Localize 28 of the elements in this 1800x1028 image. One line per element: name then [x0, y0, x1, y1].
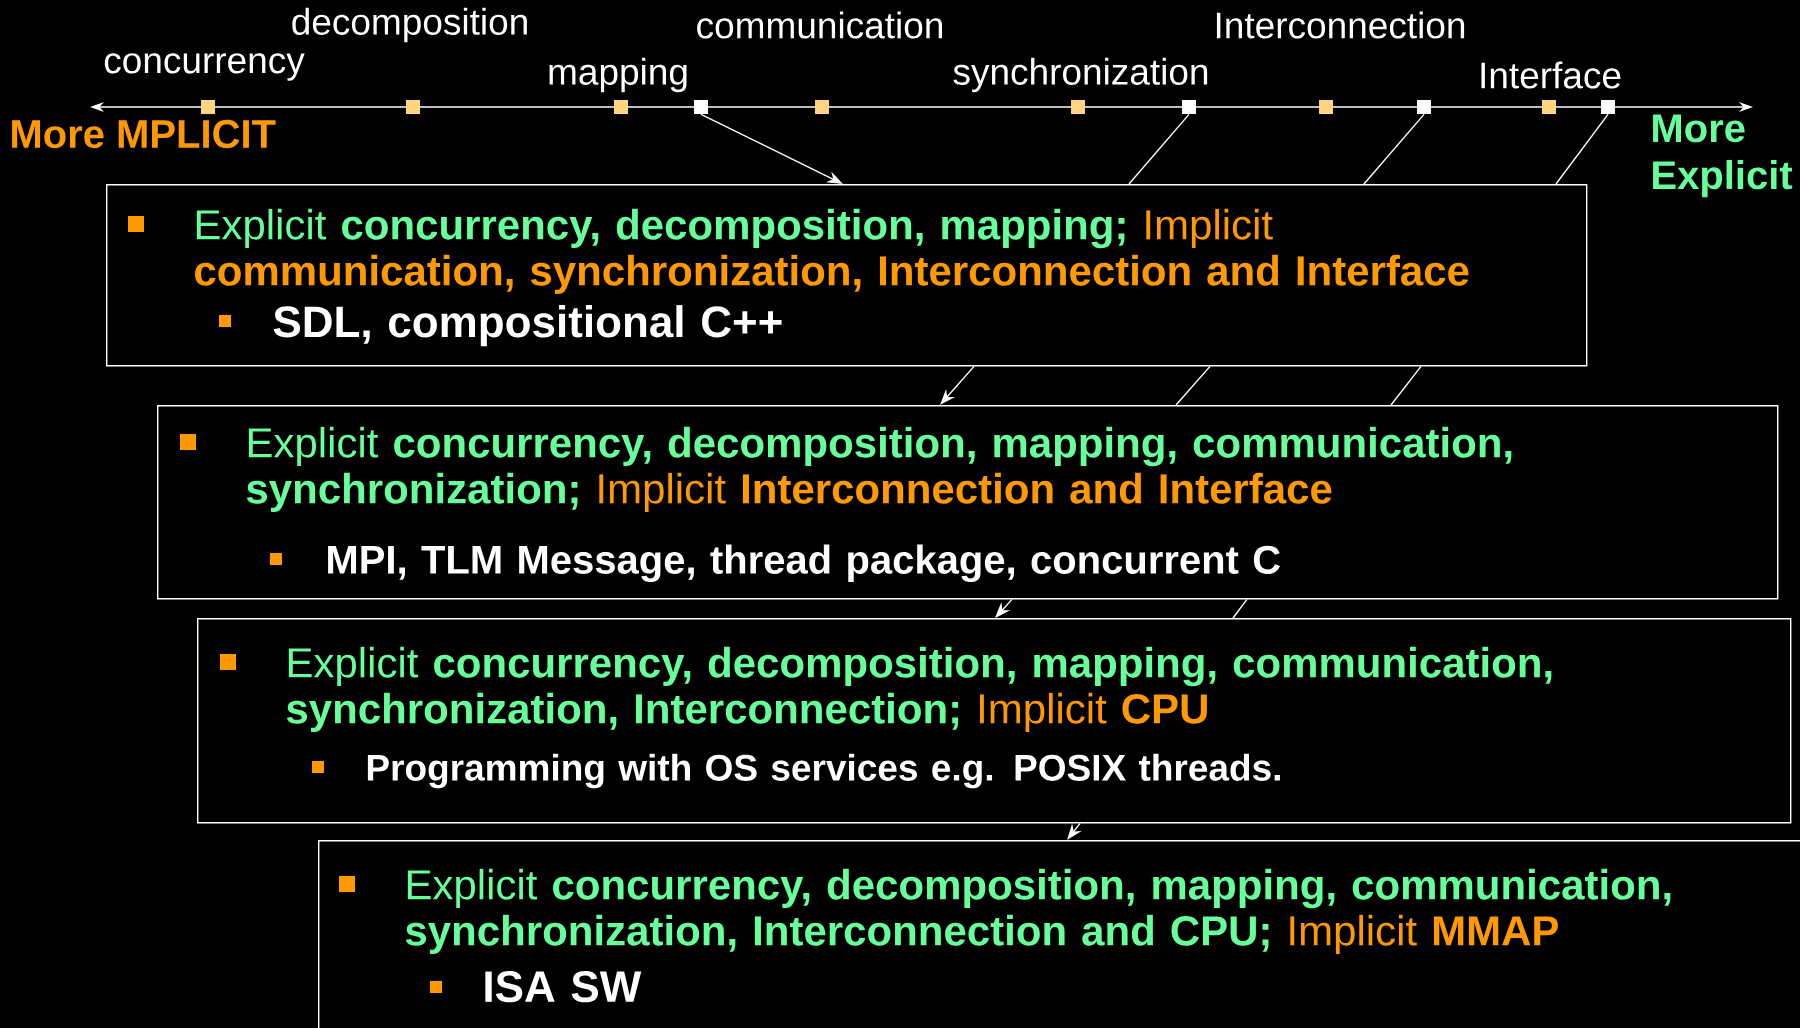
axis-label: decomposition	[292, 7, 527, 43]
text-box	[197, 618, 1792, 824]
axis-label: mapping	[549, 57, 687, 93]
axis-label: synchronization	[953, 57, 1208, 93]
axis-marker	[694, 100, 708, 114]
arrow	[1067, 822, 1082, 840]
bullet-text: SDL, compositional C++	[273, 305, 782, 347]
bullet-text: Explicit concurrency, decomposition, mapping, communication, synchronization; Implicit Interconnection and Interface	[246, 426, 1512, 512]
bullet-text: MPI, TLM Message, thread package, concurrent C	[328, 544, 1281, 583]
bullet-text: Explicit concurrency, decomposition, mapping, communication, synchronization, Interconnection; Implicit CPU	[286, 646, 1552, 732]
axis-label: concurrency	[104, 53, 305, 81]
bullet-text: Programming with OS services e.g. POSIX threads.	[367, 753, 1280, 789]
text-box	[157, 405, 1779, 600]
axis-label: Interconnection	[1216, 11, 1465, 39]
text-box	[318, 840, 1800, 1028]
text-box	[106, 184, 1588, 367]
axis-label: Interface	[1481, 61, 1621, 89]
axis-marker	[1601, 100, 1615, 114]
bullet-text: Explicit concurrency, decomposition, mapping; Implicit communication, synchronization, Interconnection and Interface	[195, 208, 1469, 294]
axis-marker	[1182, 100, 1196, 114]
scale-end-label: More Explicit	[1653, 114, 1793, 198]
bullet-text: Explicit concurrency, decomposition, mapping, communication, synchronization, Interconnection and CPU; Implicit MMAP	[405, 868, 1671, 954]
arrow	[940, 365, 975, 405]
axis-label: communication	[697, 11, 942, 39]
scale-end-label: More MPLICIT	[12, 119, 276, 149]
axis-marker	[1417, 100, 1431, 114]
arrow	[995, 598, 1013, 618]
bullet-text: ISA SW	[485, 971, 642, 1003]
